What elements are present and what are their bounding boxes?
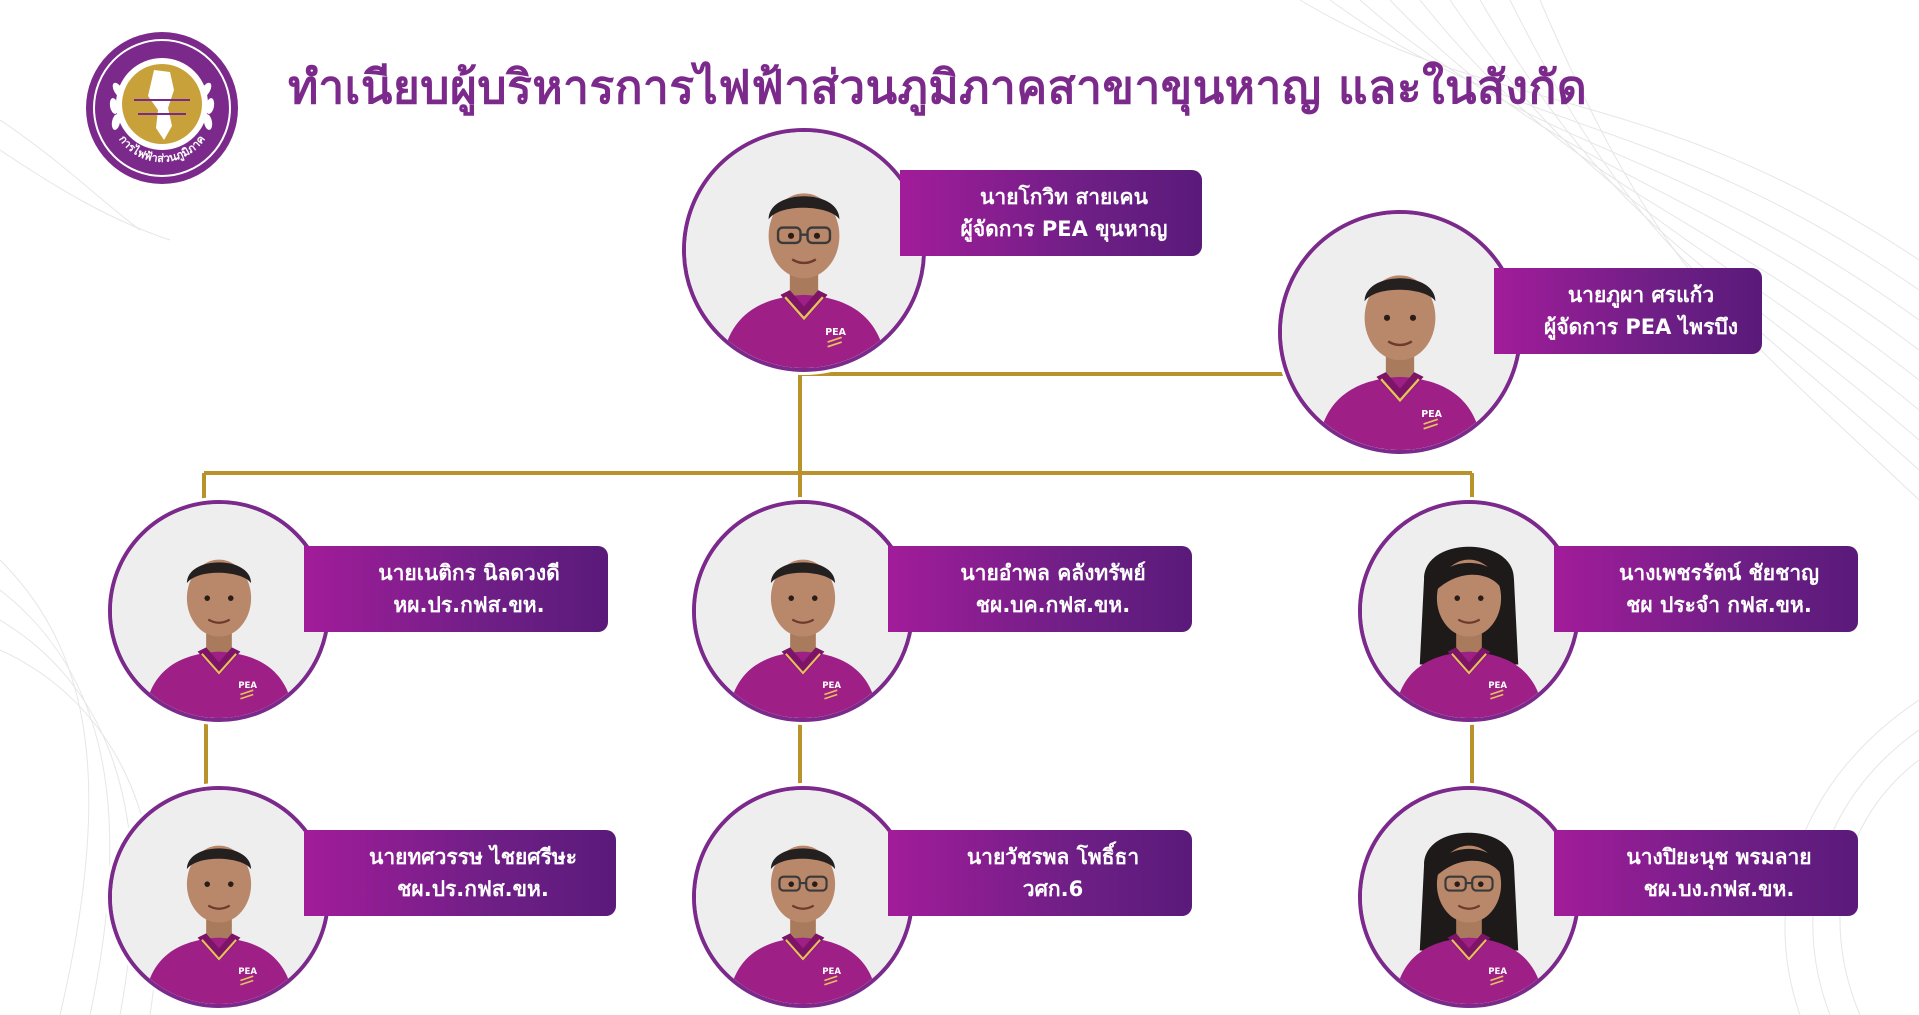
- person-photo-p2: PEA: [1278, 210, 1522, 454]
- pea-logo-icon: การไฟฟ้าส่วนภูมิภาค: [86, 32, 238, 184]
- person-photo-p3: PEA: [108, 500, 330, 722]
- person-label-p6: นายทศวรรษ ไชยศรีษะ ชผ.ปร.กฟส.ขห.: [304, 830, 616, 916]
- person-label-p5: นางเพชรรัตน์ ชัยชาญ ชผ ประจำ กฟส.ขห.: [1554, 546, 1858, 632]
- portrait-illustration: PEA: [696, 790, 910, 1004]
- svg-text:PEA: PEA: [1488, 681, 1507, 691]
- pea-logo: การไฟฟ้าส่วนภูมิภาค: [84, 30, 240, 186]
- portrait-illustration: PEA: [696, 504, 910, 718]
- portrait-illustration: PEA: [1362, 790, 1576, 1004]
- person-position: ชผ.บง.กฟส.ขห.: [1643, 877, 1795, 901]
- svg-text:PEA: PEA: [238, 681, 257, 691]
- person-position: ชผ.ปร.กฟส.ขห.: [397, 877, 549, 901]
- svg-text:PEA: PEA: [1488, 967, 1507, 977]
- person-name: นายอำพล คลังทรัพย์: [960, 561, 1146, 585]
- person-label-p1: นายโกวิท สายเคน ผู้จัดการ PEA ขุนหาญ: [900, 170, 1202, 256]
- person-photo-p8: PEA: [1358, 786, 1580, 1008]
- person-position: ผู้จัดการ PEA ขุนหาญ: [960, 217, 1168, 241]
- page-title: ทำเนียบผู้บริหารการไฟฟ้าส่วนภูมิภาคสาขาข…: [288, 60, 1588, 114]
- person-label-p4: นายอำพล คลังทรัพย์ ชผ.บค.กฟส.ขห.: [888, 546, 1192, 632]
- person-position: ชผ.บค.กฟส.ขห.: [975, 593, 1131, 617]
- svg-text:PEA: PEA: [238, 967, 257, 977]
- portrait-illustration: PEA: [112, 504, 326, 718]
- svg-text:PEA: PEA: [825, 327, 846, 338]
- person-position: วศก.6: [1022, 877, 1084, 901]
- person-label-p2: นายภูผา ศรแก้ว ผู้จัดการ PEA ไพรบึง: [1494, 268, 1762, 354]
- person-label-p3: นายเนติกร นิลดวงดี หผ.ปร.กฟส.ขห.: [304, 546, 608, 632]
- svg-text:PEA: PEA: [822, 681, 841, 691]
- person-name: นางปิยะนุช พรมลาย: [1626, 845, 1812, 869]
- person-photo-p4: PEA: [692, 500, 914, 722]
- person-photo-p7: PEA: [692, 786, 914, 1008]
- svg-text:PEA: PEA: [1421, 409, 1442, 420]
- person-name: นายเนติกร นิลดวงดี: [378, 561, 560, 585]
- person-name: นายโกวิท สายเคน: [980, 185, 1148, 209]
- person-position: ผู้จัดการ PEA ไพรบึง: [1544, 315, 1738, 339]
- person-name: นายทศวรรษ ไชยศรีษะ: [369, 845, 577, 869]
- portrait-illustration: PEA: [686, 132, 922, 368]
- person-photo-p1: PEA: [682, 128, 926, 372]
- portrait-illustration: PEA: [1282, 214, 1518, 450]
- person-photo-p6: PEA: [108, 786, 330, 1008]
- person-name: นายภูผา ศรแก้ว: [1567, 283, 1715, 307]
- svg-text:PEA: PEA: [822, 967, 841, 977]
- person-name: นางเพชรรัตน์ ชัยชาญ: [1618, 561, 1820, 585]
- portrait-illustration: PEA: [1362, 504, 1576, 718]
- person-label-p8: นางปิยะนุช พรมลาย ชผ.บง.กฟส.ขห.: [1554, 830, 1858, 916]
- person-position: ชผ ประจำ กฟส.ขห.: [1626, 593, 1812, 617]
- person-position: หผ.ปร.กฟส.ขห.: [393, 593, 545, 617]
- person-photo-p5: PEA: [1358, 500, 1580, 722]
- person-label-p7: นายวัชรพล โพธิ์ธา วศก.6: [888, 830, 1192, 916]
- portrait-illustration: PEA: [112, 790, 326, 1004]
- person-name: นายวัชรพล โพธิ์ธา: [966, 845, 1140, 869]
